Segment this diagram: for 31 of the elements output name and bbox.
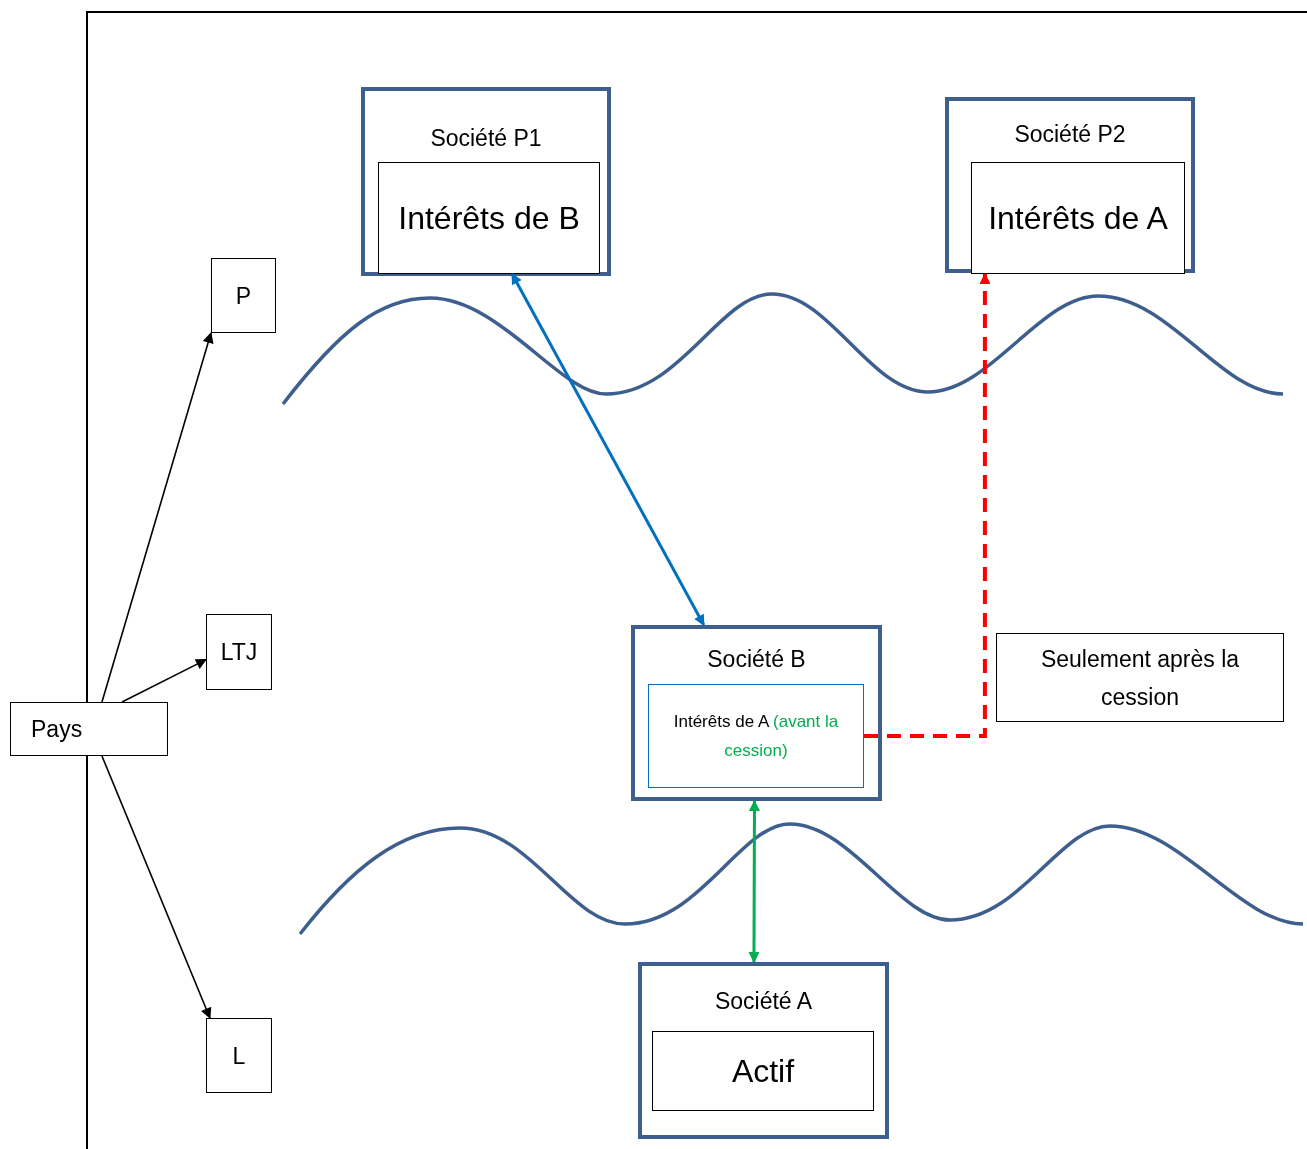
box-text: Pays: [31, 715, 83, 744]
box-text: Seulement après la cession: [1039, 644, 1241, 712]
box-text: LTJ: [220, 638, 258, 667]
inner-box: [652, 1031, 874, 1111]
box-title: Société P2: [1014, 121, 1126, 148]
company-box: [631, 625, 882, 801]
box-text: Actif: [731, 1052, 795, 1091]
box-title: Société A: [714, 988, 813, 1015]
label-box: [10, 702, 168, 756]
arrow: [101, 331, 214, 703]
inner-box: [378, 162, 600, 274]
arrow: [101, 755, 212, 1019]
company-box: [945, 97, 1195, 273]
label-box: [206, 614, 272, 690]
arrow: [748, 799, 760, 964]
company-box: [638, 962, 889, 1139]
arrow: [121, 658, 207, 703]
box-title: Société P1: [430, 125, 542, 152]
box-text: Intérêts de A: [988, 199, 1168, 238]
box-text: L: [232, 1041, 246, 1071]
box-text: Intérêts de B: [398, 199, 580, 238]
box-text: P: [235, 281, 252, 311]
label-box: [206, 1018, 272, 1093]
label-box: [211, 258, 276, 333]
box-title: Société B: [707, 646, 806, 673]
box-text: Intérêts de A (avant la cession): [672, 711, 840, 762]
company-box: [361, 87, 611, 276]
inner-box: [971, 162, 1185, 274]
label-box: [996, 633, 1284, 722]
inner-box: [648, 684, 864, 788]
arrow: [864, 272, 991, 738]
